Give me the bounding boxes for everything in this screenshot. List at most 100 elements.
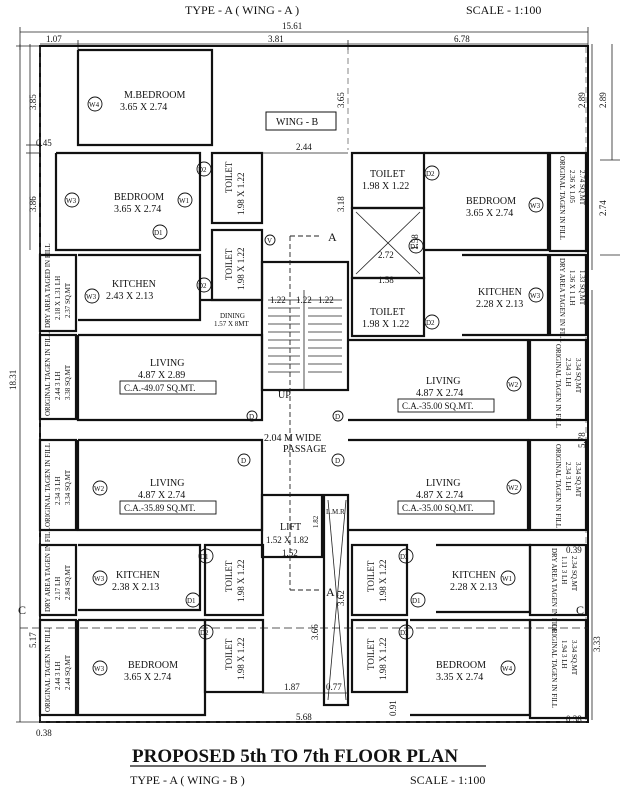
tag-d1-br: D1 — [412, 597, 421, 605]
room-toilet-br2-size: 1.98 X 1.22 — [378, 638, 388, 681]
dim-right-289: 2.89 — [577, 92, 587, 108]
side-panel-text: 1.36 X 1 LH — [568, 270, 576, 305]
tag-d1-bl2: D1 — [187, 597, 196, 605]
room-toilet-tr1-name: TOILET — [370, 169, 405, 180]
dim-mid-122: 1.22 — [270, 295, 286, 305]
tag-w3-kitchen-tl: W3 — [86, 293, 97, 301]
living-tr-area-box — [397, 398, 495, 413]
dim-mid-362: 3.62 — [336, 590, 346, 606]
room-kitchen-tr-size: 2.28 X 2.13 — [476, 299, 523, 310]
side-panel-orig-mr: ORIGINAL TAGEN IN FILL 2.34 3 LH 3.34 SQ… — [554, 344, 582, 428]
tag-d-passage-l: D — [241, 457, 246, 465]
room-lift-name: LIFT — [280, 522, 301, 533]
dim-bot-077: 0.77 — [326, 682, 342, 692]
side-panel-text: DRY AREA TAGEN IN FILL — [558, 258, 566, 343]
room-kitchen-br-name: KITCHEN — [452, 570, 496, 581]
left-dimensions — [16, 44, 40, 723]
room-living-tr-area: C.A.-35.00 SQ.MT. — [402, 401, 473, 411]
tag-d2-tl2: D2 — [198, 282, 207, 290]
header-type-label: TYPE - A ( WING - A ) — [185, 3, 299, 17]
side-panel-text: 3.34 SQ.MT — [574, 462, 582, 498]
tag-d1-tr: D1 — [410, 243, 419, 251]
dim-left-b: 0.45 — [36, 138, 52, 148]
room-living-tl-size: 4.87 X 2.89 — [138, 370, 185, 381]
room-living-tl-area: C.A.-49.07 SQ.MT. — [124, 383, 195, 393]
tag-d2-bl: D2 — [200, 629, 209, 637]
room-kitchen-tl-name: KITCHEN — [112, 279, 156, 290]
room-bedroom-tr-name: BEDROOM — [466, 196, 516, 207]
dim-mid-122c: 1.22 — [318, 295, 334, 305]
plan-title: PROPOSED 5th TO 7th FLOOR PLAN — [132, 746, 458, 767]
room-toilet-tr1-size: 1.98 X 1.22 — [362, 181, 409, 192]
stair-treads — [268, 290, 342, 390]
duct-cross — [327, 211, 421, 701]
room-toilet-br1-name: TOILET — [366, 560, 376, 592]
tag-w3-kitchen-tr: W3 — [530, 292, 541, 300]
tag-d2-tr2: D2 — [426, 319, 435, 327]
room-bedroom-bl-name: BEDROOM — [128, 660, 178, 671]
room-kitchen-tr-name: KITCHEN — [478, 287, 522, 298]
section-mark-a-top: A — [328, 230, 337, 244]
dim-mid-272: 2.72 — [378, 250, 394, 260]
tag-w2-br: W2 — [508, 484, 519, 492]
side-panel-orig-tl: ORIGINAL TAGEN IN FILL 2.44 3 LH 3.38 SQ… — [44, 332, 72, 416]
side-panel-text: DRY AREA TAGEN IN FILL — [550, 548, 558, 633]
dim-top-total: 15.61 — [282, 21, 302, 31]
tag-w3-tl: W3 — [66, 197, 77, 205]
tag-w4-br: W4 — [502, 665, 513, 673]
dim-bot-568: 5.68 — [296, 712, 312, 722]
section-mark-c-right: C — [576, 603, 584, 617]
footer-type-label: TYPE - A ( WING - B ) — [130, 773, 245, 787]
side-panel-text: 3.34 SQ.MT — [574, 358, 582, 394]
dim-bot-091: 0.91 — [388, 700, 398, 716]
side-panel-orig-br: ORIGINAL TAGEN IN FILL 1.94 3 LH 3.34 SQ… — [550, 624, 578, 708]
living-br-area-box — [397, 500, 495, 515]
side-panel-text: 2.44 3 LH — [54, 371, 62, 400]
room-living-br-name: LIVING — [426, 478, 460, 489]
side-panel-text: 2.34 3 LH — [564, 462, 572, 491]
room-bedroom-tr-size: 3.65 X 2.74 — [466, 208, 513, 219]
dim-mid-244: 2.44 — [296, 142, 312, 152]
side-panel-text: 2.44 3 LH — [54, 661, 62, 690]
dim-top-a: 1.07 — [46, 34, 62, 44]
room-kitchen-tl-size: 2.43 X 2.13 — [106, 291, 153, 302]
side-panel-text: 2.18 X 1.31 LH — [54, 276, 62, 320]
side-panel-text: ORIGINAL TAGEN IN FILL — [550, 624, 558, 708]
room-toilet-tr2-name: TOILET — [370, 307, 405, 318]
tag-d2-tr1: D2 — [426, 170, 435, 178]
tag-w4-top: W4 — [89, 101, 100, 109]
side-panel-text: 2.74 SQ.MT — [578, 170, 586, 206]
dim-right-274: 2.74 — [598, 200, 608, 216]
side-panel-orig-mr2: ORIGINAL TAGEN IN FILL 2.34 3 LH 3.34 SQ… — [554, 444, 582, 528]
dim-lift-182: 1.82 — [312, 515, 320, 528]
room-bedroom-br-name: BEDROOM — [436, 660, 486, 671]
tag-w2-tr: W2 — [508, 381, 519, 389]
side-panel-text: 2.44 SQ.MT — [64, 654, 72, 690]
side-panel-text: 2.34 3 LH — [564, 358, 572, 387]
room-living-tl-name: LIVING — [150, 358, 184, 369]
room-toilet-tl1-name: TOILET — [224, 161, 234, 193]
dim-mid-158: 1.58 — [410, 234, 420, 250]
room-toilet-bl2-size: 1.98 X 1.22 — [236, 638, 246, 681]
room-toilet-br2-name: TOILET — [366, 638, 376, 670]
side-panel-text: 3.34 SQ.MT — [64, 469, 72, 505]
right-dimensions — [591, 44, 620, 720]
room-dining-name: DINING — [220, 312, 245, 320]
interior-walls — [38, 48, 588, 720]
dim-mid-158b: 1.58 — [378, 275, 394, 285]
dim-mid-365: 3.65 — [336, 92, 346, 108]
dim-left-a: 3.85 — [28, 94, 38, 110]
side-panel-text: 2.34 SQ.MT — [570, 556, 578, 592]
section-mark-a-bottom: A — [326, 585, 335, 599]
room-bedroom-tl-size: 3.65 X 2.74 — [114, 204, 161, 215]
side-panel-text: 1.94 3 LH — [560, 640, 568, 669]
tag-w3-tr: W3 — [530, 202, 541, 210]
room-toilet-tl2-size: 1.98 X 1.22 — [236, 248, 246, 291]
room-bedroom-bl-size: 3.65 X 2.74 — [124, 672, 171, 683]
room-living-br-area: C.A.-35.00 SQ.MT. — [402, 503, 473, 513]
side-panel-text: 3.38 SQ.MT — [64, 364, 72, 400]
header-scale-label: SCALE - 1:100 — [466, 3, 541, 17]
tag-w3-kitchen-bl: W3 — [94, 575, 105, 583]
side-panel-dry-bl: DRY AREA TAGEN IN FILL 2.17 LH 2.84 SQ.M… — [44, 527, 72, 612]
side-panel-text: 3.34 SQ.MT — [570, 640, 578, 676]
